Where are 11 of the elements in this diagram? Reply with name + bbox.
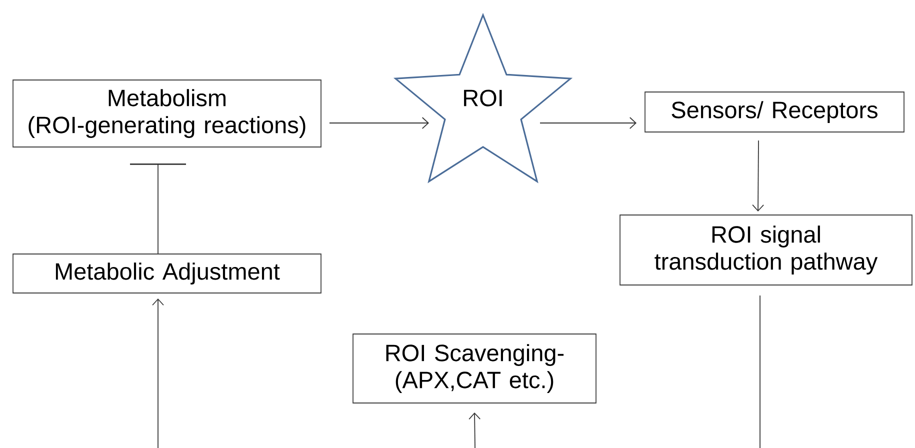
process-box: ROI signal transduction pathway	[620, 214, 912, 286]
process-box: Metabolism (ROI-generating reactions)	[12, 80, 322, 148]
node-label: ROI	[464, 90, 502, 106]
arrow	[152, 298, 164, 448]
inhibition-line	[130, 163, 186, 254]
process-box: ROI Scavenging- (APX,CAT etc.)	[352, 334, 596, 404]
arrow	[329, 117, 429, 129]
process-box: Metabolic Adjustment	[12, 254, 322, 294]
arrow	[468, 412, 481, 448]
arrow	[752, 140, 764, 212]
process-box: Sensors/ Receptors	[644, 92, 904, 132]
